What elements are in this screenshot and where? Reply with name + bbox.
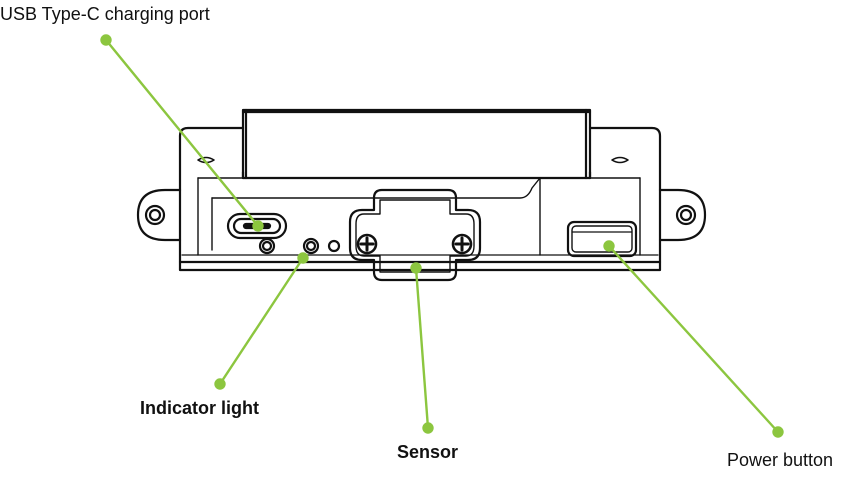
power-leader-line <box>607 244 780 434</box>
left-mounting-ear <box>136 188 182 242</box>
usb-port-label: USB Type-C charging port <box>0 4 210 24</box>
indicator-leader-line <box>218 256 305 386</box>
usb-leader-line <box>104 38 260 228</box>
sensor-leader-line <box>414 266 430 430</box>
indicator-light-3 <box>327 239 341 253</box>
indicator-leader-dot-end <box>297 252 309 264</box>
main-body <box>178 126 662 192</box>
power-button-label: Power button <box>727 450 834 470</box>
power-button-shape <box>566 220 638 258</box>
usb-leader-dot-end <box>252 220 264 232</box>
sensor-screw-right <box>451 233 473 255</box>
usb-leader-dot-start <box>100 34 112 46</box>
left-mounting-hole <box>144 204 166 226</box>
power-leader-dot-start <box>772 426 784 438</box>
indicator-light-label: Indicator light <box>140 398 259 418</box>
right-mounting-ear <box>658 188 707 242</box>
usb-c-port <box>226 212 288 240</box>
indicator-leader-dot-start <box>214 378 226 390</box>
indicator-light-1 <box>258 237 276 255</box>
indicator-light-2 <box>302 237 320 255</box>
sensor-screw-left <box>356 233 378 255</box>
top-block <box>241 108 592 180</box>
sensor-leader-dot-end <box>410 262 422 274</box>
right-mounting-hole <box>675 204 697 226</box>
sensor-leader-dot-start <box>422 422 434 434</box>
sensor-label: Sensor <box>397 442 459 462</box>
sensor-module <box>348 188 482 282</box>
power-leader-dot-end <box>603 240 615 252</box>
